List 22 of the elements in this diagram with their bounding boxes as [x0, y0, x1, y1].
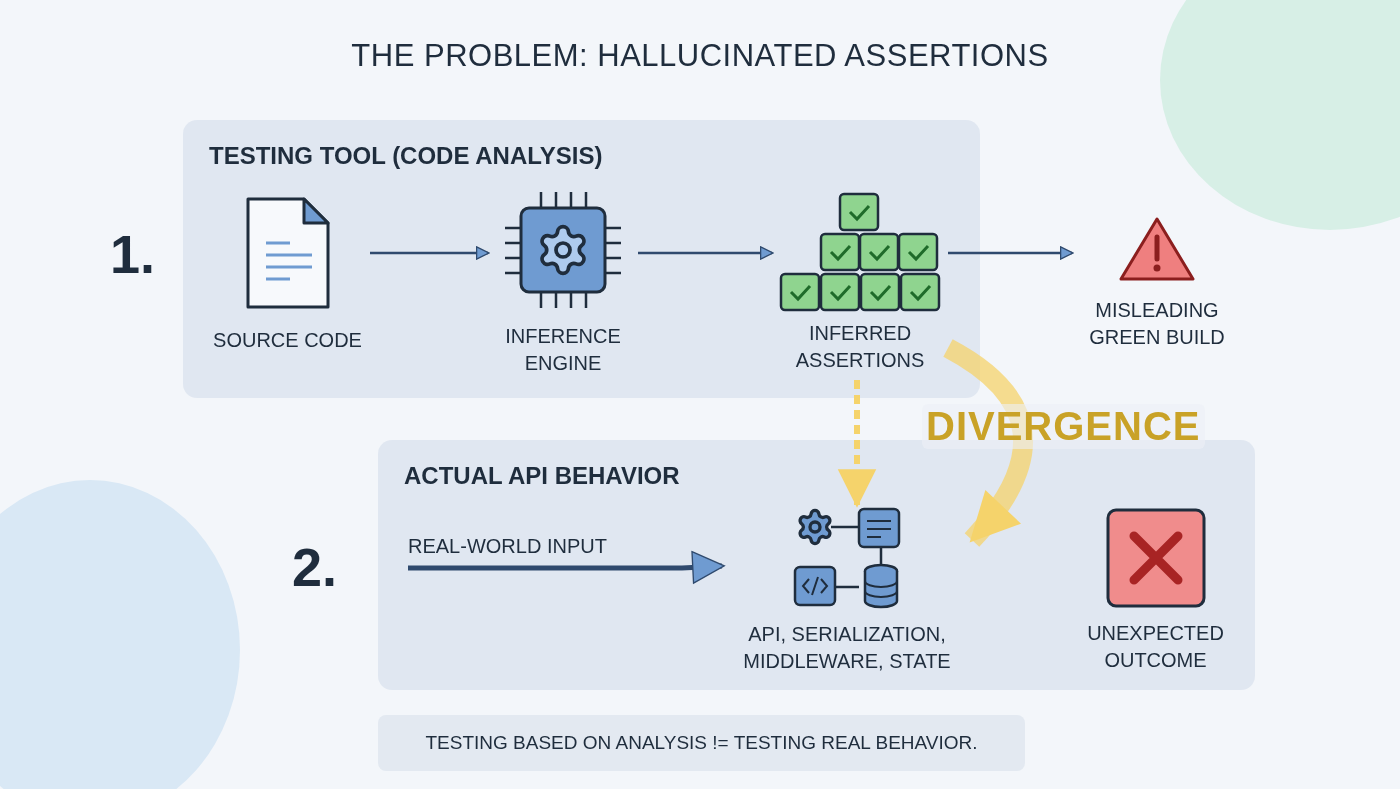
step-label: UNEXPECTED OUTCOME	[1086, 621, 1225, 673]
edge-label: DIVERGENCE	[922, 404, 1205, 449]
section-heading: TESTING TOOL (CODE ANALYSIS)	[209, 142, 603, 170]
arrow	[638, 246, 774, 260]
step-label: API, SERIALIZATION, MIDDLEWARE, STATE	[742, 622, 952, 674]
arrow	[370, 246, 490, 260]
arrow	[408, 551, 725, 584]
step-label: SOURCE CODE	[213, 328, 362, 353]
step-label: INFERENCE ENGINE	[504, 324, 622, 376]
section-panel	[183, 120, 980, 398]
step-label: INFERRED ASSERTIONS	[794, 321, 926, 373]
step-number: 2.	[292, 540, 338, 594]
step-label: MISLEADING GREEN BUILD	[1088, 298, 1226, 350]
arrow	[948, 246, 1074, 260]
title: THE PROBLEM: HALLUCINATED ASSERTIONS	[350, 38, 1050, 74]
section-heading: ACTUAL API BEHAVIOR	[404, 462, 680, 490]
section-panel	[378, 440, 1255, 690]
summary-note: TESTING BASED ON ANALYSIS != TESTING REAL BEHAVIOR.	[378, 715, 1025, 771]
arrow	[837, 380, 877, 508]
arrow	[942, 339, 1033, 547]
step-number: 1.	[110, 227, 156, 281]
input-label: REAL-WORLD INPUT	[408, 532, 648, 568]
